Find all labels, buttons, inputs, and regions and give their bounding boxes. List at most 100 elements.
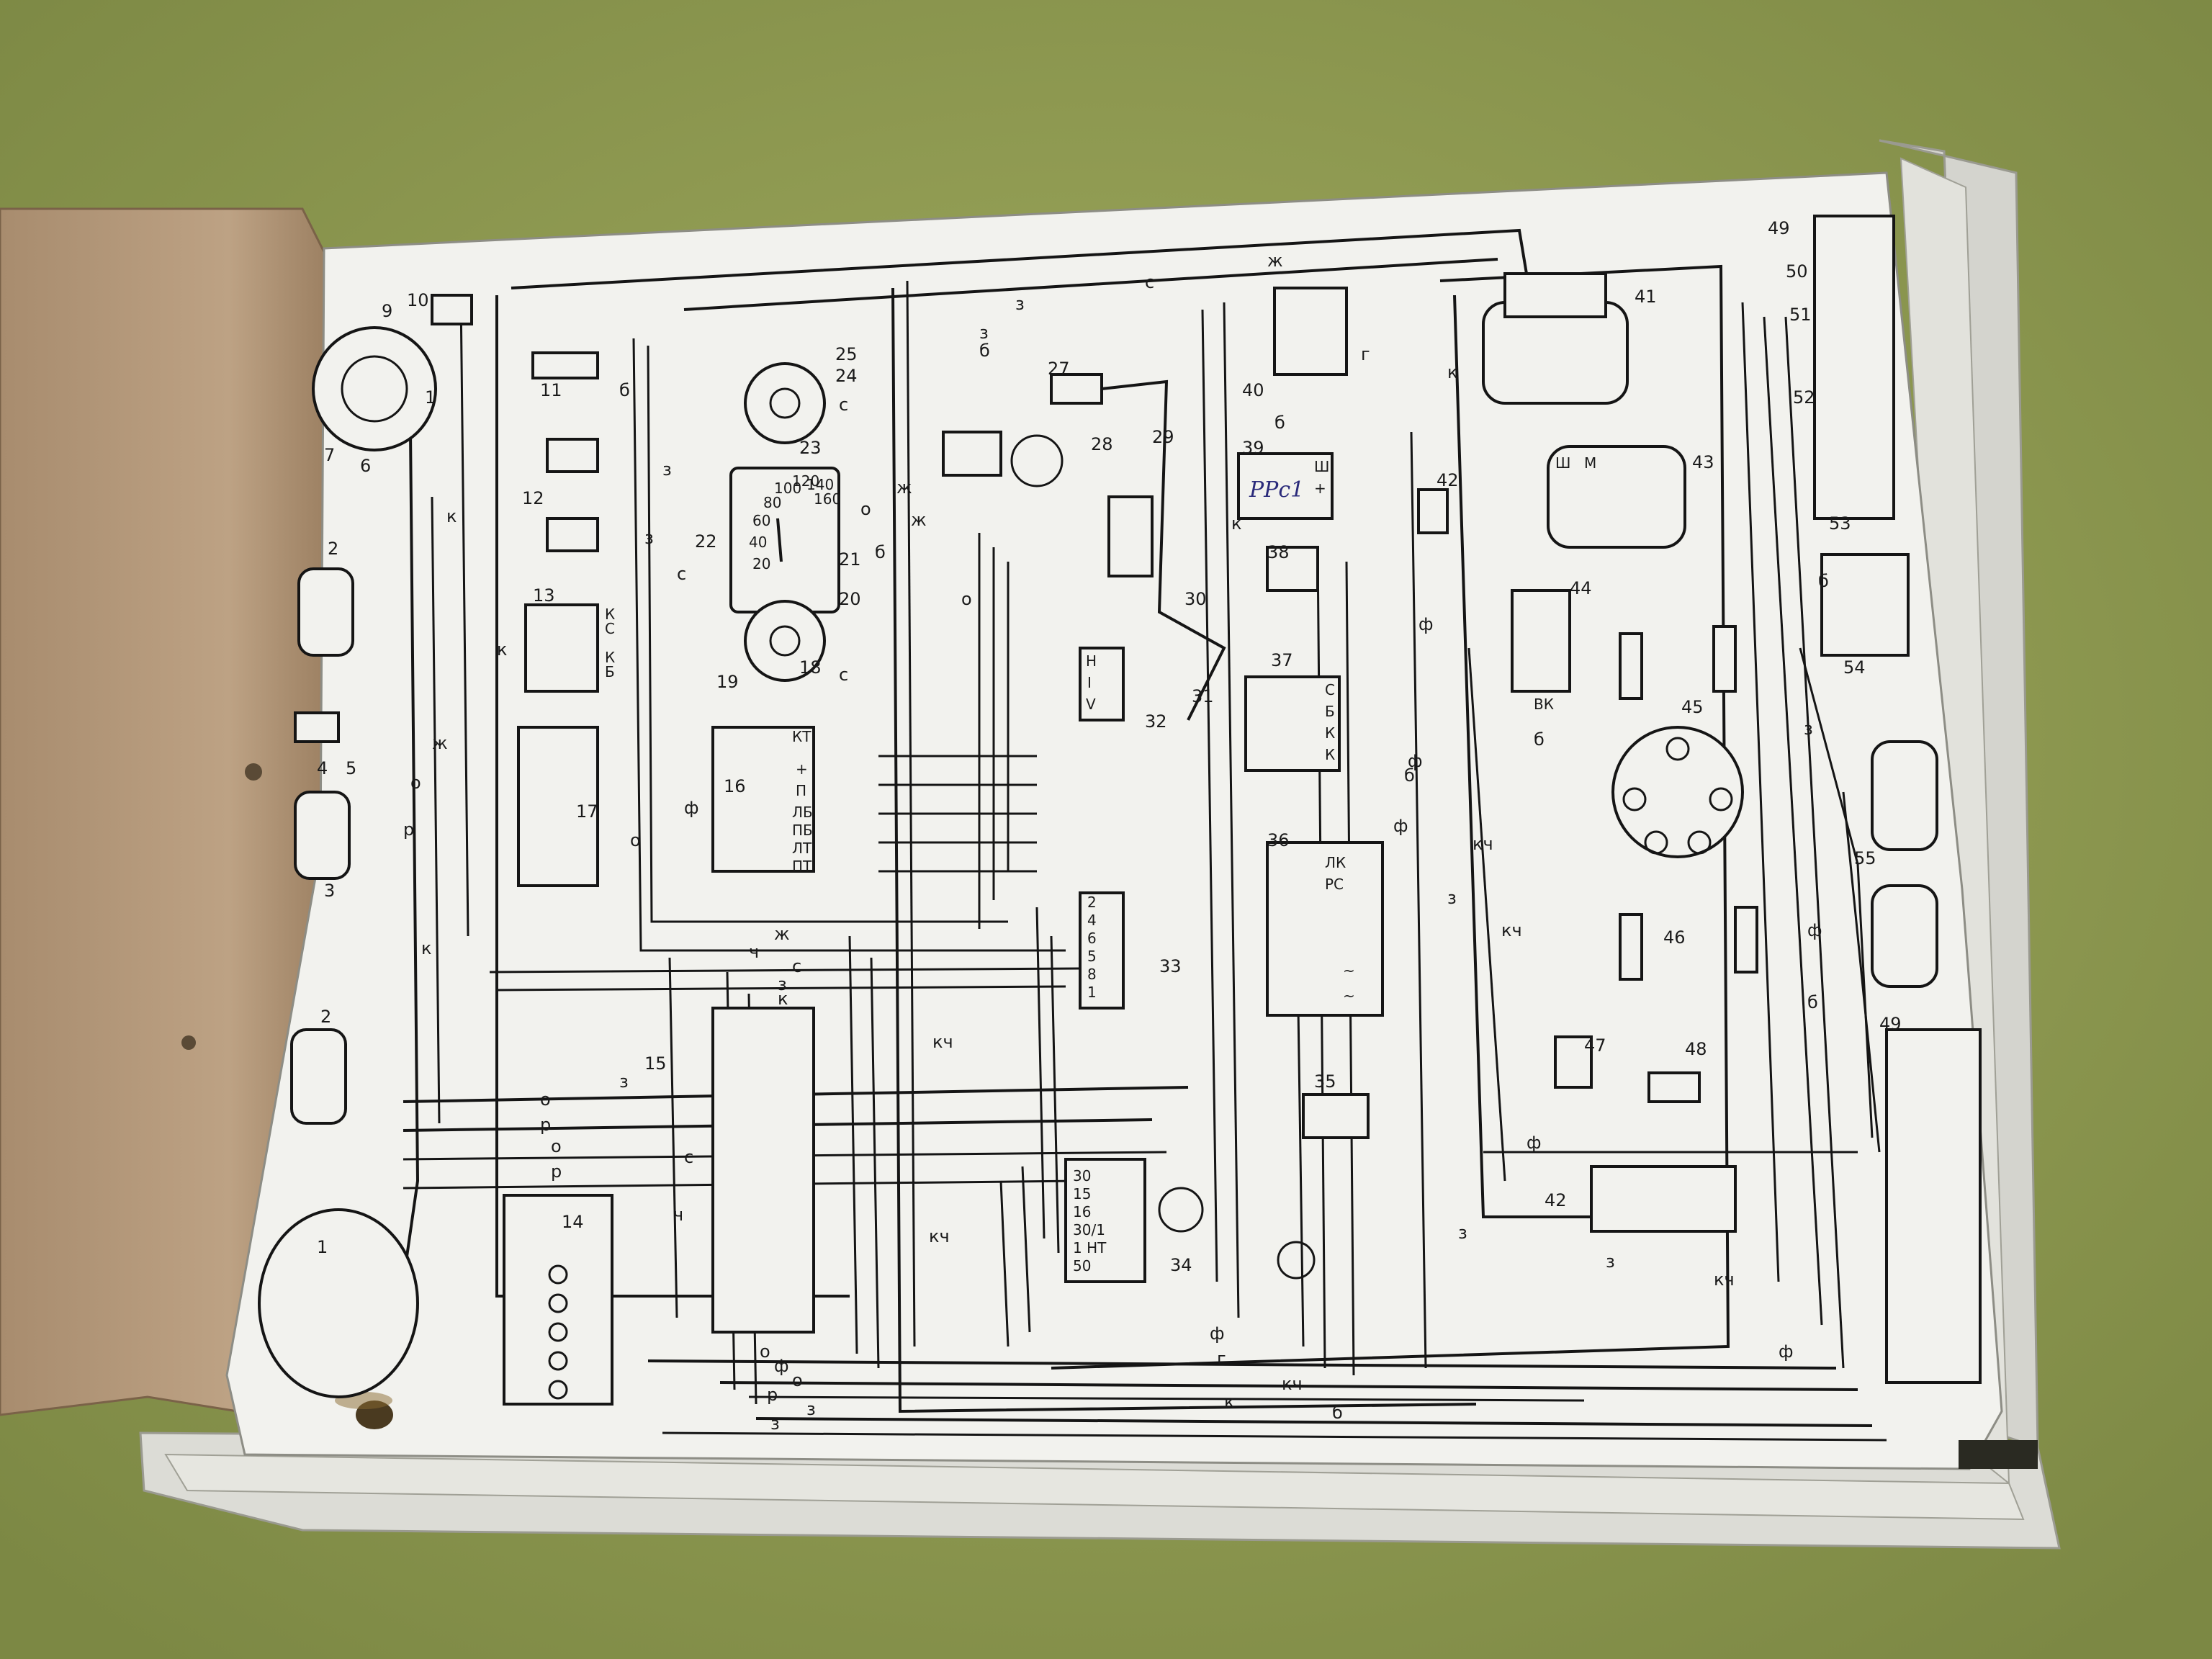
label-c19: 19 [716,672,739,692]
label-c13: 13 [533,585,555,606]
t44-label: ВК [1534,696,1554,713]
wire-label: с [684,1147,693,1167]
label-c1b: 1 [317,1237,328,1257]
wire-label: з [1015,294,1025,314]
wire-label: ж [1267,251,1283,271]
wire-label: кч [1473,834,1493,854]
label-c55: 55 [1854,848,1876,868]
wire-label: з [979,323,989,343]
label-c17: 17 [576,801,598,822]
cover-hole [181,1035,196,1050]
wire-label: р [767,1385,778,1405]
label-c41: 41 [1635,287,1657,307]
t34-label: 50 [1073,1257,1091,1274]
label-c46: 46 [1663,927,1686,948]
wire-label: с [839,395,848,415]
label-c7: 7 [324,445,335,465]
wire-label: ф [1807,920,1822,940]
wire-label: о [410,773,421,793]
label-c23: 23 [799,438,822,458]
label-c4: 4 [317,758,328,778]
t16-label: П [796,782,806,799]
t13-label: К [605,649,615,666]
t39-label: + [1314,480,1326,497]
wire-label: б [619,380,630,400]
label-c12: 12 [522,488,544,508]
t33-label: 2 [1087,894,1097,911]
wire-label: р [540,1115,551,1135]
wire-label: о [551,1136,562,1156]
speed-mark: 80 [763,494,781,511]
label-c40: 40 [1242,380,1264,400]
t36-label: ЛК [1325,854,1346,871]
label-c39: 39 [1242,438,1264,458]
label-c22: 22 [695,531,717,552]
wire-label: г [1217,1349,1226,1369]
wire-label: з [644,528,654,548]
speed-mark: 40 [749,534,767,551]
t36-label: ~ [1343,962,1355,979]
label-c1: 1 [425,387,436,408]
wire-label: з [778,974,787,994]
label-c32: 32 [1145,711,1167,732]
t16-label: ПТ [792,858,812,875]
speed-mark: 160 [814,490,841,508]
wire-label: р [551,1161,562,1182]
label-c15: 15 [644,1053,667,1074]
wire-label: ф [684,798,699,818]
label-c42b: 42 [1545,1190,1567,1210]
wire-label: б [1534,729,1545,750]
t13-label: К [605,606,615,623]
label-c11: 11 [540,380,562,400]
label-c9: 9 [382,301,392,321]
wire-label: з [1606,1251,1615,1272]
wire-label: з [1447,888,1457,908]
label-c37: 37 [1271,650,1293,670]
t43-label: Ш [1555,454,1570,472]
t32-label: I [1087,674,1092,691]
label-c45: 45 [1681,697,1704,717]
wire-label: ф [1408,751,1423,771]
wire-label: о [961,589,972,609]
label-c21: 21 [839,549,861,570]
wire-label: с [677,564,686,584]
t37-label: С [1325,681,1335,698]
label-c51: 51 [1789,305,1812,325]
t16-label: ЛТ [792,840,812,857]
speed-mark: 60 [752,512,770,529]
wire-label: о [630,830,641,850]
wire-label: о [792,1370,803,1390]
wire-label: к [778,989,788,1009]
wire-label: к [421,938,432,958]
label-c20: 20 [839,589,861,609]
t37-label: Б [1325,703,1335,720]
t16-label: КТ [792,728,811,745]
wire-label: з [662,459,672,480]
label-c44: 44 [1570,578,1592,598]
speed-mark: 120 [792,472,819,490]
t16-label: ЛБ [792,804,813,821]
label-c36: 36 [1267,830,1290,850]
label-c38: 38 [1267,542,1290,562]
label-c30: 30 [1184,589,1207,609]
handwritten-note: РРс1 [1249,477,1304,503]
wire-label: з [770,1413,780,1434]
label-c10: 10 [407,290,429,310]
t39-label: Ш [1314,458,1329,475]
t32-label: Н [1086,652,1097,670]
page-edge-stain [1959,1440,2038,1469]
label-c49b: 49 [1879,1014,1902,1034]
label-c29: 29 [1152,427,1174,447]
label-c16: 16 [724,776,746,796]
wire-label: ж [896,477,912,498]
t33-label: 6 [1087,930,1097,947]
wire-label: б [979,341,990,361]
label-c48: 48 [1685,1039,1707,1059]
wire-label: к [497,639,508,660]
speed-mark: 140 [806,476,834,493]
component-labels: 1 6 7 9 10 11 12 13 17 2 3 4 5 2 1 25 24… [317,218,1902,1275]
speed-mark: 20 [752,555,770,572]
speed-mark: 100 [774,480,801,497]
wire-label: о [540,1089,551,1110]
cover-hole [245,763,262,781]
